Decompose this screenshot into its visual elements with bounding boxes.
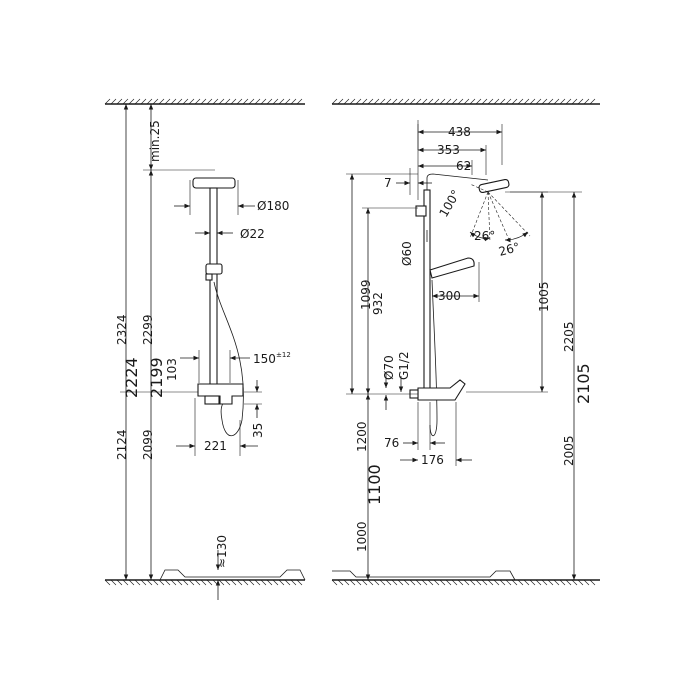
dim-min25: min.25 bbox=[148, 120, 162, 162]
showerhead-side bbox=[478, 178, 510, 194]
ceiling-line-side bbox=[331, 98, 600, 105]
dim-tray-130: ≈130 bbox=[215, 535, 229, 568]
hand-shower-side bbox=[429, 257, 475, 279]
dim-ang26b: 26° bbox=[497, 240, 521, 259]
dim-d180: Ø180 bbox=[257, 199, 289, 213]
dim-d76: 76 bbox=[384, 436, 399, 450]
dim-2124: 2124 bbox=[115, 429, 129, 460]
dim-g12: G1/2 bbox=[397, 351, 411, 380]
dim-2324: 2324 bbox=[115, 314, 129, 345]
floor-line-side bbox=[331, 579, 600, 586]
hose-side bbox=[429, 279, 438, 437]
riser-pipe-front bbox=[209, 187, 218, 389]
dim-d22: Ø22 bbox=[240, 227, 265, 241]
dim-2099: 2099 bbox=[141, 429, 155, 460]
slider-front bbox=[205, 263, 223, 275]
dim-d62: 62 bbox=[456, 159, 471, 173]
floor-line-front bbox=[104, 579, 305, 586]
dim-d176: 176 bbox=[421, 453, 444, 467]
dim-2224: 2224 bbox=[122, 357, 141, 398]
dim-d103: 103 bbox=[165, 358, 179, 381]
shower-arm-side bbox=[426, 173, 489, 190]
hose-front bbox=[213, 281, 244, 437]
front-view: min.25 2324 2224 2124 2299 2199 2099 Ø18… bbox=[104, 98, 306, 600]
dim-2299: 2299 bbox=[141, 314, 155, 345]
mixer-side bbox=[417, 379, 466, 401]
dim-d70: Ø70 bbox=[382, 355, 396, 380]
wall-bracket-side bbox=[415, 205, 427, 217]
riser-pipe-side bbox=[423, 189, 431, 391]
showerhead-front bbox=[192, 177, 236, 189]
dim-d300: 300 bbox=[438, 289, 461, 303]
dim-h2205: 2205 bbox=[562, 321, 576, 352]
dim-2199: 2199 bbox=[147, 357, 166, 398]
dim-h1100: 1100 bbox=[365, 464, 384, 505]
dim-h2105: 2105 bbox=[574, 363, 593, 404]
dim-d353: 353 bbox=[437, 143, 460, 157]
dim-d438: 438 bbox=[448, 125, 471, 139]
dim-ang26a: 26° bbox=[474, 229, 495, 243]
dim-d150-tol: ±12 bbox=[276, 351, 291, 359]
dim-h932: 932 bbox=[371, 292, 385, 315]
side-view: 438 353 62 7 100° 26° 26° Ø60 300 bbox=[331, 98, 600, 586]
dim-h1200: 1200 bbox=[355, 421, 369, 452]
dim-d35: 35 bbox=[251, 423, 265, 438]
dim-ang100: 100° bbox=[436, 187, 463, 219]
dim-d221: 221 bbox=[204, 439, 227, 453]
dim-d60: Ø60 bbox=[400, 241, 414, 266]
shower-tray-front bbox=[159, 569, 306, 581]
dim-h1005: 1005 bbox=[537, 281, 551, 312]
dim-h1000: 1000 bbox=[355, 521, 369, 552]
dim-d7: 7 bbox=[384, 176, 392, 190]
shower-tray-side bbox=[332, 570, 516, 581]
dim-d150: 150 bbox=[253, 352, 276, 366]
ceiling-line-front bbox=[104, 98, 305, 105]
dim-h2005: 2005 bbox=[562, 435, 576, 466]
